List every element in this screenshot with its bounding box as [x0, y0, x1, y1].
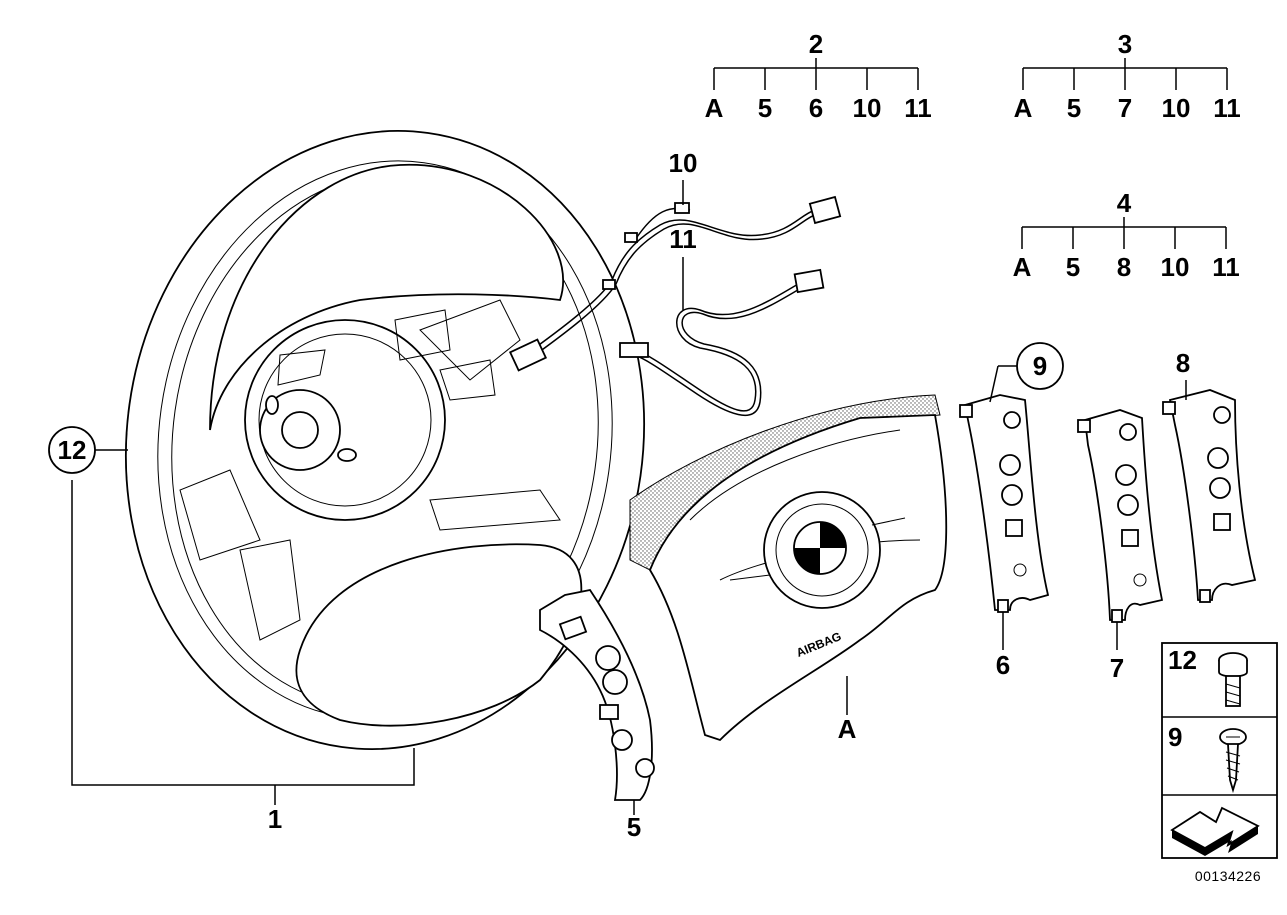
callout-10: 10 [669, 148, 698, 178]
kit-tree-3: 3 A 5 7 10 11 [1014, 29, 1241, 123]
callout-6: 6 [996, 650, 1010, 680]
callout-a: A [838, 714, 857, 744]
tree-2-leaf-6: 6 [809, 93, 823, 123]
tree-4-leaf-10: 10 [1161, 252, 1190, 282]
multifunction-switch-6 [959, 394, 1050, 645]
fastener-legend: 12 9 [1161, 642, 1278, 859]
tapping-screw-icon [1219, 728, 1247, 794]
multifunction-switch-8 [1162, 380, 1257, 603]
tree-2-leaf-5: 5 [758, 93, 772, 123]
tree-3-root: 3 [1118, 29, 1132, 59]
tree-3-leaf-5: 5 [1067, 93, 1081, 123]
callout-5: 5 [627, 812, 641, 842]
kit-tree-2: 2 A 5 6 10 11 [705, 29, 932, 123]
callout-12: 12 [58, 435, 87, 465]
airbag-module: AIRBAG [629, 394, 948, 742]
torx-bolt-icon [1218, 652, 1248, 707]
callout-1: 1 [268, 804, 282, 834]
kit-tree-4: 4 A 5 8 10 11 [1013, 188, 1240, 282]
multifunction-switch-5 [539, 588, 655, 815]
tree-3-leaf-7: 7 [1118, 93, 1132, 123]
leader-lines [71, 180, 1018, 805]
tree-3-leaf-a: A [1014, 93, 1033, 123]
tree-4-leaf-11: 11 [1212, 252, 1240, 282]
tree-4-leaf-5: 5 [1066, 252, 1080, 282]
tree-3-leaf-10: 10 [1162, 93, 1191, 123]
tree-4-leaf-8: 8 [1117, 252, 1131, 282]
tree-3-leaf-11: 11 [1213, 93, 1241, 123]
reference-number: 00134226 [1195, 868, 1261, 884]
callout-9: 9 [1033, 351, 1047, 381]
wiring-harness-11 [619, 268, 825, 417]
tree-2-leaf-11: 11 [904, 93, 932, 123]
callout-9-circle: 9 [1016, 342, 1064, 390]
tree-4-root: 4 [1117, 188, 1132, 218]
tree-2-leaf-10: 10 [853, 93, 882, 123]
direction-arrow-icon [1170, 806, 1260, 856]
tree-4-leaf-a: A [1013, 252, 1032, 282]
callout-8: 8 [1176, 348, 1190, 378]
callout-7: 7 [1110, 653, 1124, 683]
callout-11: 11 [669, 224, 697, 254]
legend-9-label: 9 [1168, 722, 1182, 752]
legend-12-label: 12 [1168, 645, 1197, 675]
steering-wheel [124, 130, 646, 750]
tree-2-leaf-a: A [705, 93, 724, 123]
tree-2-root: 2 [809, 29, 823, 59]
multifunction-switch-7 [1077, 409, 1164, 650]
wiring-harness-10 [508, 195, 842, 372]
callout-12-circle: 12 [48, 426, 96, 474]
